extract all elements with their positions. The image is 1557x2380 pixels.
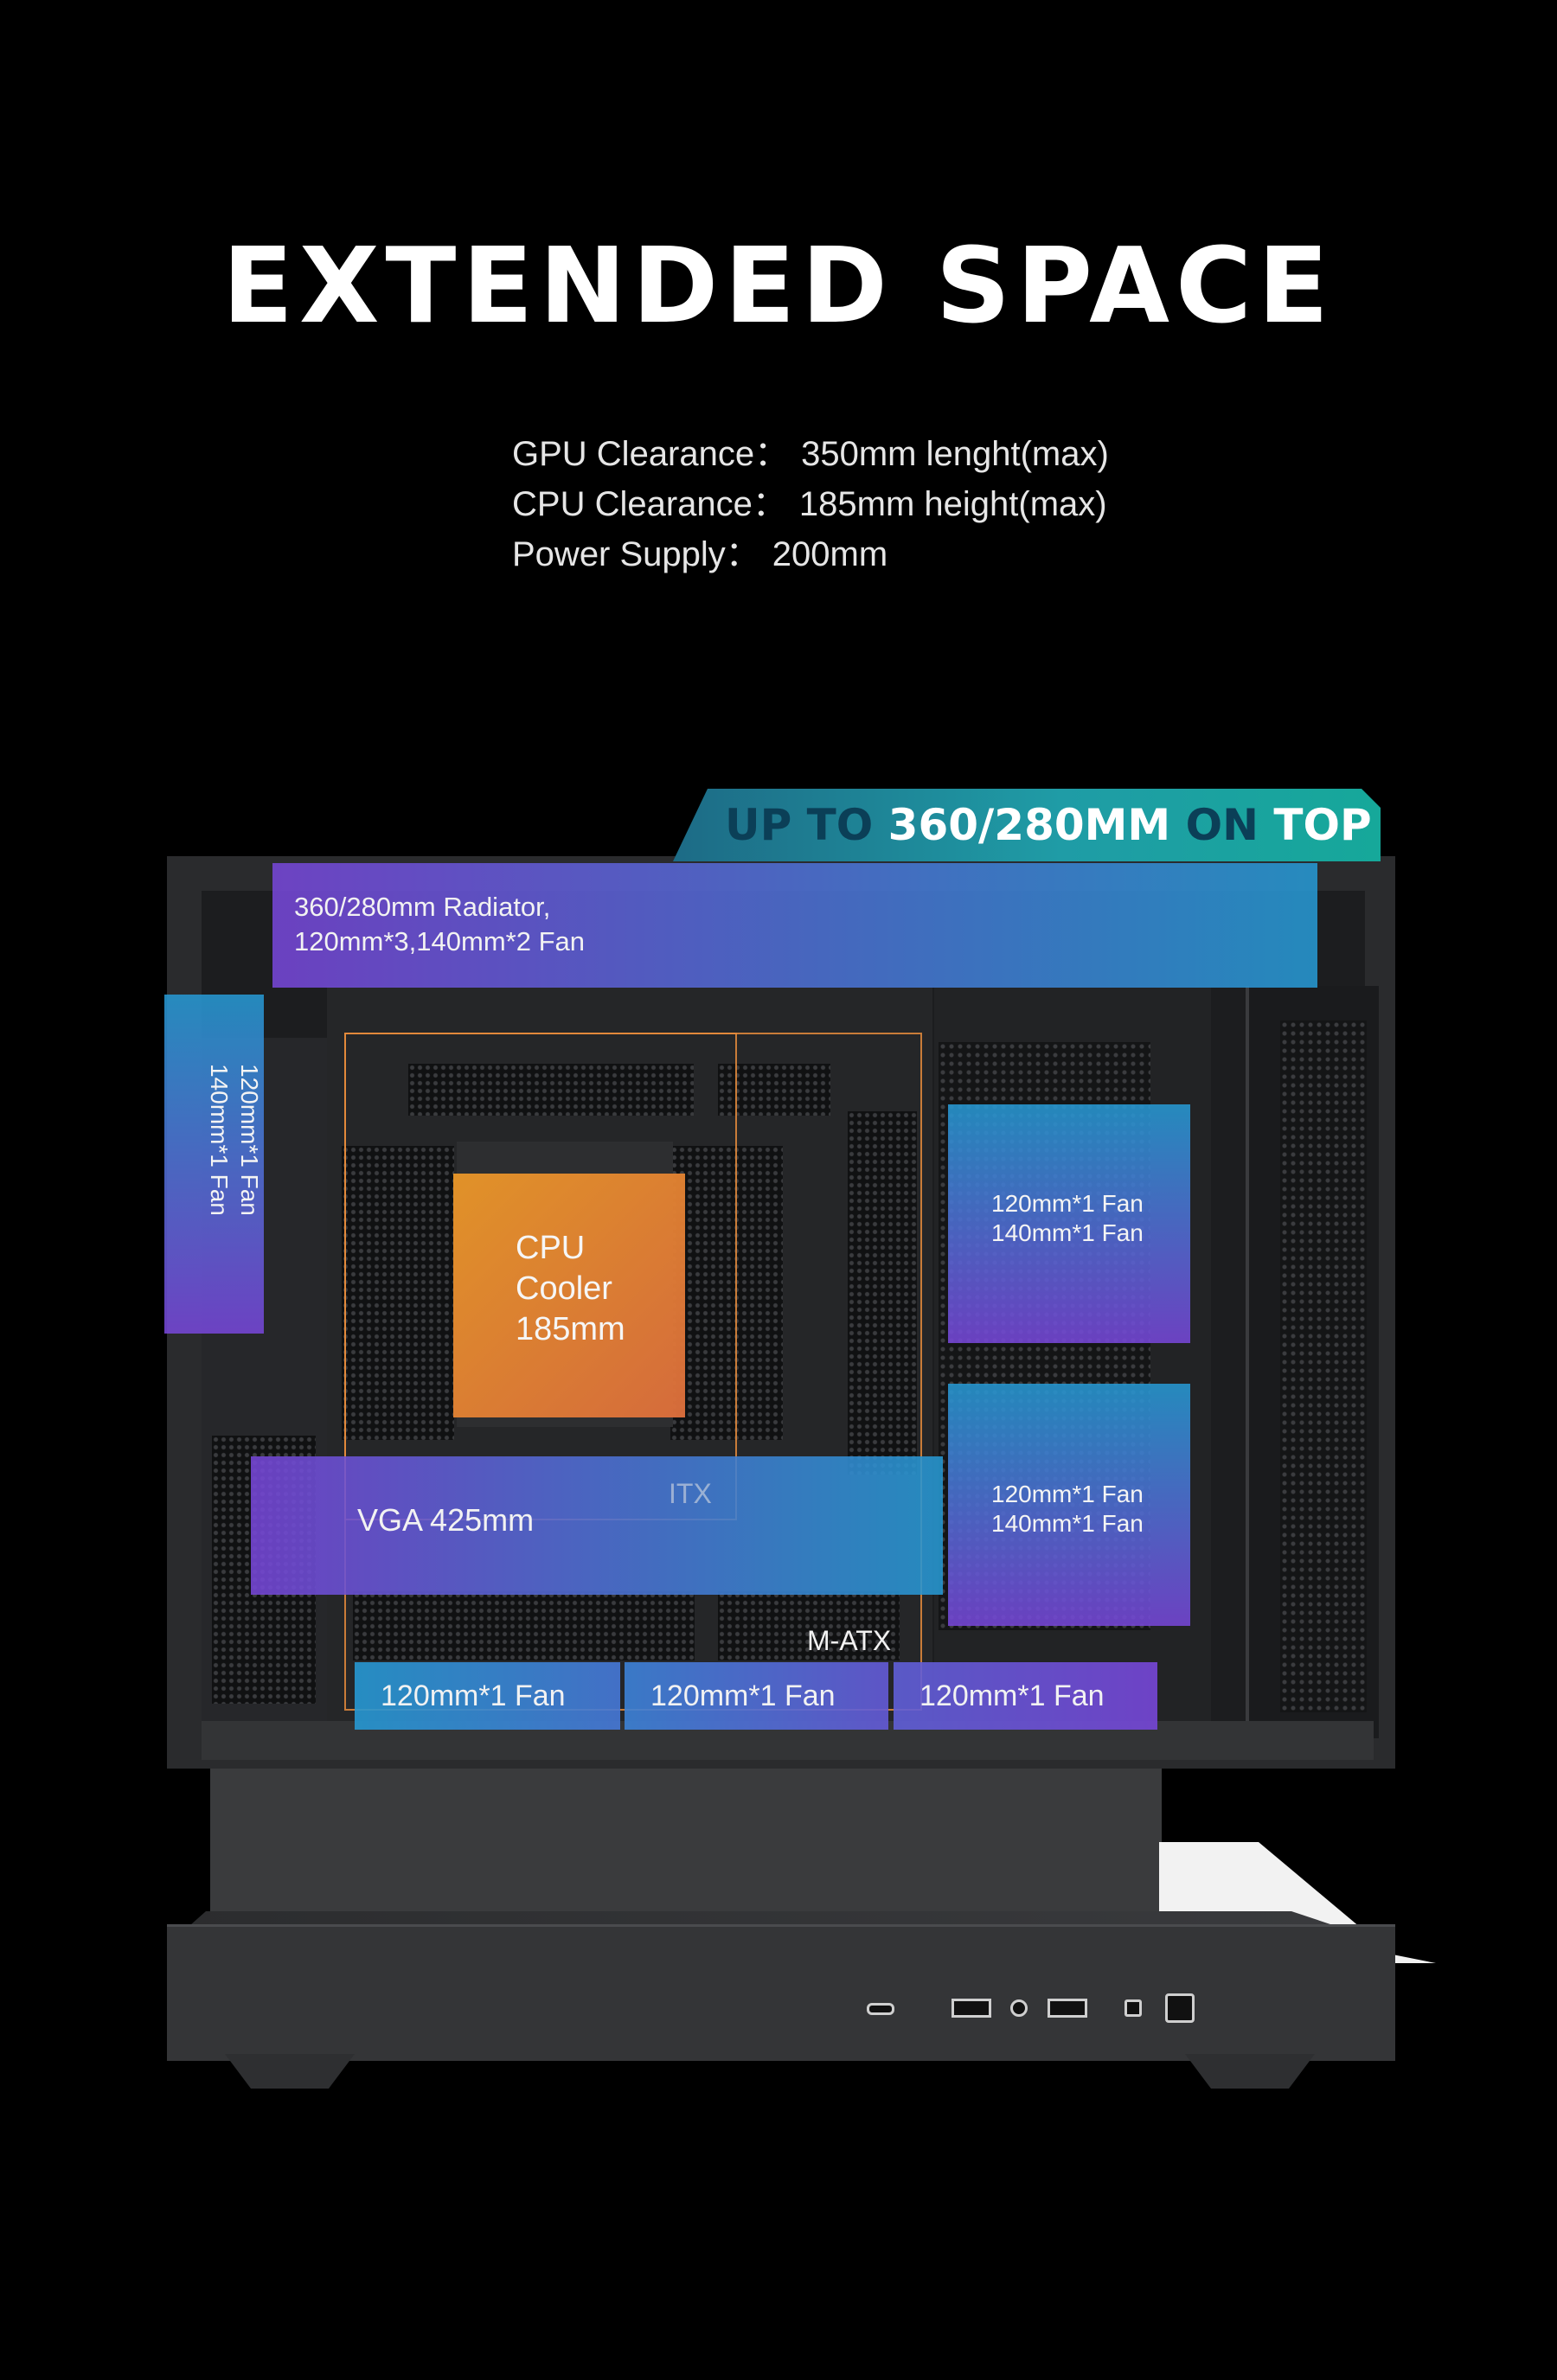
banner-up-to: UP TO	[725, 800, 888, 850]
bottom-fan-zone-3	[894, 1662, 1157, 1730]
vent-slot	[408, 1064, 694, 1116]
rear-fan-label-wrap: 120mm*1 Fan 140mm*1 Fan	[164, 995, 264, 1334]
spec-label: GPU Clearance：	[512, 435, 790, 473]
cpu-label-line: CPU	[516, 1230, 586, 1266]
side-fan-upper-120: 120mm*1 Fan	[991, 1190, 1144, 1217]
side-fan-lower-120: 120mm*1 Fan	[991, 1481, 1144, 1507]
top-radiator-label: 360/280mm Radiator,	[294, 892, 551, 922]
vent-slot	[342, 1146, 454, 1440]
banner-on: ON	[1170, 800, 1274, 850]
cpu-label-line: 185mm	[516, 1311, 625, 1347]
spec-cpu-clearance: CPU Clearance： 185mm height(max)	[512, 483, 1107, 525]
top-radiator-zone	[272, 863, 1317, 988]
banner-top: TOP	[1273, 800, 1372, 850]
power-button-icon[interactable]	[1165, 1993, 1195, 2023]
audio-jack-icon	[1010, 1999, 1028, 2017]
vga-label: VGA 425mm	[357, 1502, 535, 1538]
side-fan-lower-140: 140mm*1 Fan	[991, 1510, 1144, 1537]
case-base	[167, 1924, 1395, 2061]
case-foot	[1185, 2054, 1315, 2089]
psu-pedestal	[210, 1769, 1162, 1916]
usb-c-port-icon	[867, 2003, 894, 2015]
vent-slot	[718, 1591, 900, 1660]
usb-a-port-icon	[1048, 1999, 1087, 2018]
top-radiator-fans-label: 120mm*3,140mm*2 Fan	[294, 926, 585, 956]
case-foot	[225, 2054, 355, 2089]
spec-gpu-clearance: GPU Clearance： 350mm lenght(max)	[512, 433, 1109, 475]
vent-slot	[353, 1591, 695, 1660]
cpu-label-line: Cooler	[516, 1270, 612, 1307]
banner-text: UP TO 360/280MM ON TOP	[725, 797, 1382, 853]
spec-power-supply: Power Supply： 200mm	[512, 534, 887, 575]
spec-value: 350mm lenght(max)	[801, 435, 1109, 473]
bottom-fan-label-2: 120mm*1 Fan	[650, 1679, 836, 1712]
rear-fan-label-140: 140mm*1 Fan	[206, 1064, 233, 1216]
top-radiator-banner	[673, 789, 1381, 861]
side-fan-zone-upper	[948, 1104, 1190, 1343]
spec-label: Power Supply：	[512, 535, 760, 573]
side-fan-zone-lower	[948, 1384, 1190, 1626]
spec-value: 185mm height(max)	[798, 485, 1107, 523]
cpu-cooler-label: CPU Cooler 185mm	[516, 1228, 625, 1350]
spec-label: CPU Clearance：	[512, 485, 787, 523]
vga-zone	[251, 1456, 943, 1595]
reset-button-icon[interactable]	[1124, 1999, 1142, 2017]
bottom-fan-zone-2	[625, 1662, 888, 1730]
bottom-fan-label-1: 120mm*1 Fan	[381, 1679, 566, 1712]
banner-size: 360/280MM	[887, 800, 1171, 850]
rear-fan-zone	[164, 995, 264, 1334]
front-mesh	[1280, 1020, 1367, 1712]
bottom-fan-label-3: 120mm*1 Fan	[919, 1679, 1105, 1712]
side-fan-upper-140: 140mm*1 Fan	[991, 1219, 1144, 1246]
bottom-fan-zone-1	[355, 1662, 620, 1730]
spec-value: 200mm	[772, 535, 888, 573]
page-title: EXTENDED SPACE	[222, 227, 1335, 347]
matx-label: M-ATX	[807, 1625, 892, 1656]
usb-a-port-icon	[952, 1999, 991, 2018]
vent-slot	[848, 1111, 917, 1475]
vent-slot	[670, 1146, 783, 1440]
cpu-cooler-zone	[453, 1174, 685, 1417]
rear-fan-label-120: 120mm*1 Fan	[236, 1064, 263, 1216]
itx-label: ITX	[669, 1478, 712, 1509]
